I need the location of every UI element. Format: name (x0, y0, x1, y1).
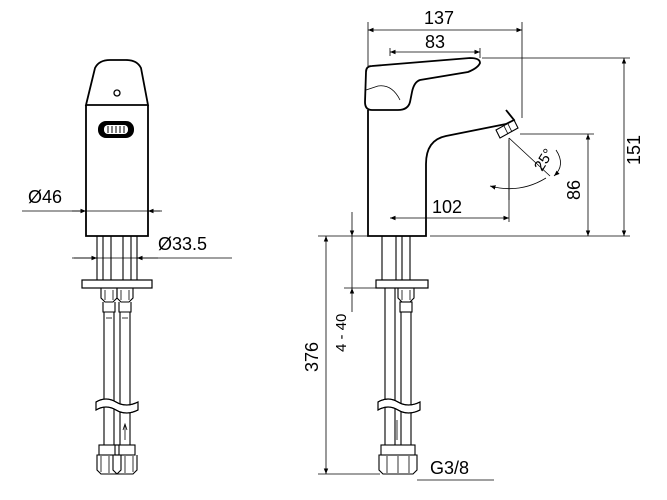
side-spout-outlet (495, 119, 519, 139)
front-supply-hoses (95, 312, 139, 445)
dimension-connection-thread: G3/8 (417, 458, 494, 481)
side-fixing-plate (375, 279, 429, 289)
front-lever-cap (84, 59, 150, 106)
dimension-label-connection-thread: G3/8 (430, 458, 469, 478)
dimension-height: 151 (430, 57, 644, 237)
dimension-total-depth: 137 (367, 8, 523, 118)
front-fixing-nuts (100, 288, 134, 313)
dimension-label-height: 151 (624, 135, 644, 165)
side-supply-hoses (377, 288, 421, 445)
dimension-lever-length: 83 (389, 32, 481, 58)
dimension-counter-thickness: 4 - 40 (333, 212, 376, 352)
dimension-body-diameter: Ø46 (22, 187, 162, 214)
dimension-spout-height: 86 (520, 133, 594, 236)
dimension-label-spout-angle: 25° (531, 146, 557, 174)
side-fixing-nut (397, 288, 415, 313)
front-fixing-plate (81, 279, 153, 289)
dimension-hose-length: 376 (302, 235, 380, 475)
dimension-label-spout-reach: 102 (432, 197, 462, 217)
front-aerator-icon (98, 121, 134, 138)
dimension-label-counter-thickness: 4 - 40 (333, 314, 350, 352)
dimension-spout-angle: 25° (489, 137, 561, 200)
dimension-label-lever-length: 83 (425, 32, 445, 52)
dimension-label-shank-diameter: Ø33.5 (158, 234, 207, 254)
dimension-spout-reach: 102 (390, 140, 510, 222)
side-lever (364, 57, 481, 111)
dimension-label-body-diameter: Ø46 (28, 187, 62, 207)
dimension-label-spout-height: 86 (564, 180, 584, 200)
front-view: Ø46 Ø33.5 (22, 59, 232, 475)
dimension-shank-diameter: Ø33.5 (72, 234, 232, 261)
dimension-label-hose-length: 376 (302, 342, 322, 372)
front-hose-fittings (96, 444, 138, 475)
side-view: 137 83 151 86 102 (302, 8, 644, 481)
front-lever-dot (113, 89, 121, 97)
side-hose-fittings (378, 444, 418, 475)
side-shank (381, 236, 411, 280)
side-body (367, 109, 516, 237)
dimension-label-total-depth: 137 (424, 8, 454, 28)
